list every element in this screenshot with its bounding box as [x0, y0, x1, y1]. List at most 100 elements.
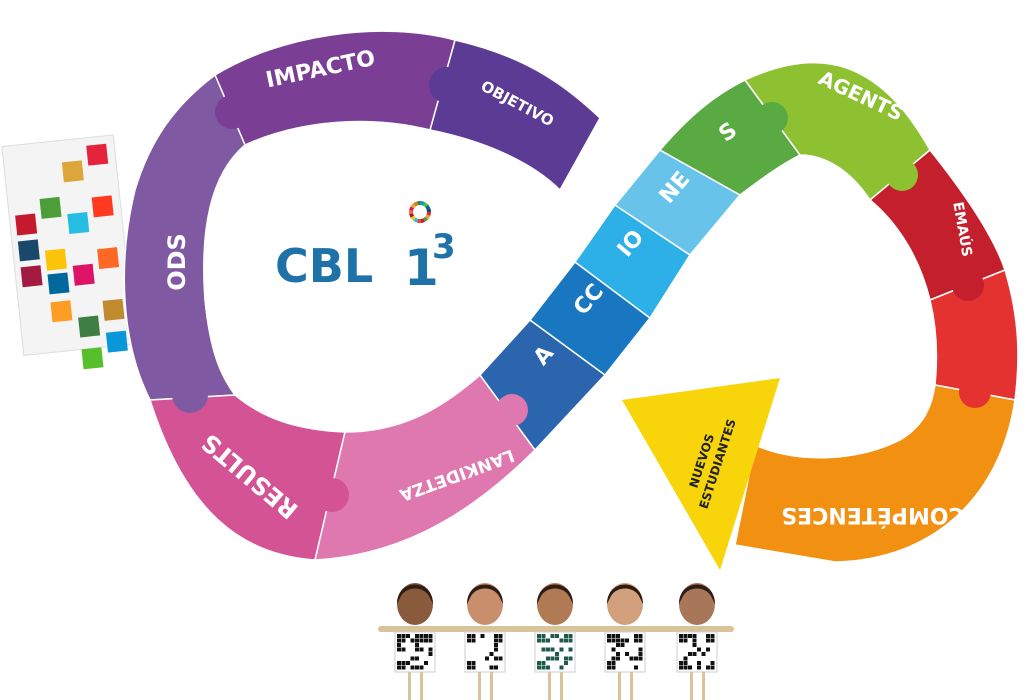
qr-module: [634, 656, 638, 661]
qr-module: [485, 656, 489, 661]
person-1: [394, 583, 436, 700]
qr-module: [494, 638, 498, 643]
sdg-ring-arc: [426, 208, 431, 213]
qr-module: [494, 643, 498, 647]
qr-module: [541, 634, 546, 638]
segment-competences: [734, 384, 1016, 563]
qr-module: [546, 647, 550, 652]
qr-module: [397, 643, 401, 647]
leg: [690, 672, 693, 700]
qr-module: [679, 634, 683, 638]
person-2: [464, 583, 506, 700]
qr-module: [467, 661, 471, 665]
qr-module: [489, 665, 494, 670]
qr-code: [676, 631, 718, 673]
qr-module: [616, 643, 620, 647]
qr-module: [638, 652, 643, 656]
qr-module: [564, 661, 568, 665]
qr-module: [415, 634, 419, 638]
qr-module: [415, 647, 419, 652]
qr-module: [494, 647, 498, 652]
qr-module: [638, 638, 643, 643]
qr-module: [494, 634, 498, 638]
qr-module: [555, 652, 559, 656]
qr-module: [489, 652, 494, 656]
qr-module: [424, 661, 428, 665]
sdg-icon-1: [86, 143, 109, 166]
qr-module: [638, 634, 643, 638]
sdg-ring-arc: [425, 204, 431, 210]
qr-module: [706, 647, 710, 652]
puzzle-tabs: [172, 67, 991, 512]
qr-module: [537, 638, 541, 643]
qr-module: [550, 656, 555, 661]
qr-module: [467, 665, 471, 670]
qr-module: [541, 647, 546, 652]
qr-module: [611, 638, 616, 643]
tab-s: [756, 102, 788, 134]
qr-module: [419, 638, 424, 643]
sdg-ring-arc: [420, 218, 425, 223]
sdg-ring-arc: [423, 216, 429, 222]
sdg-ring-arc: [425, 214, 431, 220]
segment-objetivo: [429, 39, 601, 192]
qr-module: [634, 665, 638, 670]
qr-module: [616, 638, 620, 643]
qr-module: [616, 652, 620, 656]
leg: [560, 672, 563, 700]
qr-module: [679, 638, 683, 643]
person-3: [534, 583, 576, 700]
hair: [537, 584, 573, 604]
sdg-icon-14: [105, 330, 128, 353]
qr-module: [692, 652, 697, 656]
avatar: [679, 583, 715, 625]
qr-module: [706, 665, 710, 670]
qr-module: [471, 665, 476, 670]
qr-module: [424, 634, 428, 638]
qr-module: [494, 665, 498, 670]
qr-module: [546, 656, 550, 661]
qr-module: [415, 643, 419, 647]
arrow-triangle: [622, 378, 780, 570]
qr-module: [692, 643, 697, 647]
leg: [618, 672, 621, 700]
sdg-icon-17: [17, 239, 40, 262]
qr-module: [467, 638, 471, 643]
qr-module: [679, 661, 683, 665]
qr-module: [494, 656, 498, 661]
qr-module: [692, 634, 697, 638]
qr-module: [688, 652, 692, 656]
qr-module: [625, 638, 629, 643]
qr-module: [611, 647, 616, 652]
qr-module: [568, 638, 573, 643]
qr-module: [546, 638, 550, 643]
nuevos-estudiantes-arrow: NUEVOS ESTUDIANTES: [622, 378, 780, 570]
person-5: [676, 583, 718, 700]
qr-module: [546, 665, 550, 670]
qr-module: [541, 661, 546, 665]
qr-module: [625, 652, 629, 656]
leg: [548, 672, 551, 700]
qr-module: [620, 643, 625, 647]
sdg-ring-arc: [423, 202, 429, 208]
tab-results: [315, 478, 349, 512]
qr-module: [498, 638, 503, 643]
qr-module: [692, 638, 697, 643]
qr-module: [683, 656, 688, 661]
qr-module: [688, 634, 692, 638]
hair: [397, 584, 433, 604]
qr-module: [559, 665, 564, 670]
qr-module: [683, 665, 688, 670]
cbl-logo: CBL 1 3: [275, 201, 456, 297]
sdg-icon-9: [97, 247, 120, 270]
qr-module: [607, 634, 611, 638]
qr-module: [697, 661, 701, 665]
sdg-ring-arc: [413, 201, 419, 207]
logo-exponent: 3: [432, 227, 456, 267]
hair: [467, 584, 503, 604]
leg: [478, 672, 481, 700]
qr-module: [419, 634, 424, 638]
qr-module: [611, 634, 616, 638]
qr-module: [638, 656, 643, 661]
qr-module: [611, 656, 616, 661]
